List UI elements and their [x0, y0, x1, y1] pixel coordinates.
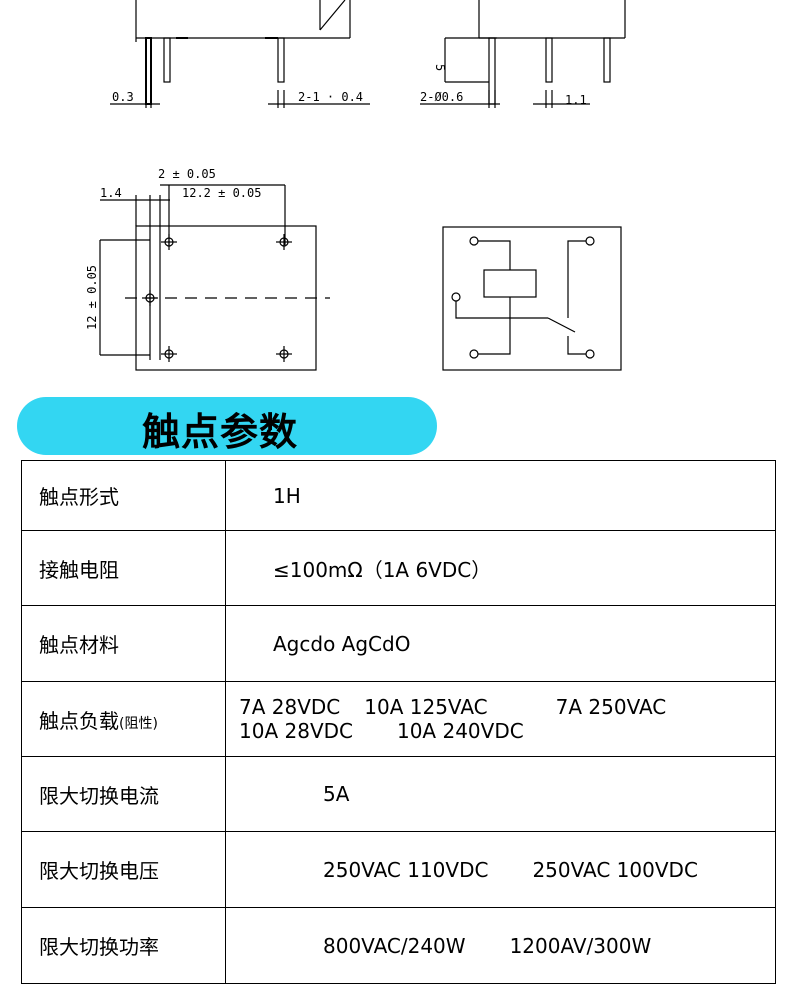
row-value: Agcdo AgCdO — [225, 605, 776, 682]
dim-text: 12.2 ± 0.05 — [182, 186, 261, 200]
load-value: 7A 250VAC — [555, 695, 667, 719]
row-value-text: 250VAC 100VDC — [532, 857, 698, 882]
table-row: 触点形式 1H — [21, 460, 776, 531]
row-label: 限大切换电压 — [21, 831, 226, 908]
load-value: 7A 28VDC — [239, 695, 341, 719]
dim-text: 12 ± 0.05 — [85, 265, 99, 330]
row-value: 1H — [225, 460, 776, 531]
row-label: 接触电阻 — [21, 530, 226, 606]
row-label: 限大切换电流 — [21, 756, 226, 832]
load-value: 10A 240VDC — [396, 719, 524, 743]
dim-text: 0.3 — [112, 90, 134, 104]
row-value-text: 1H — [273, 483, 301, 508]
row-value: ≤100mΩ（1A 6VDC） — [225, 530, 776, 606]
load-value: 10A 28VDC — [239, 719, 353, 743]
row-label: 触点材料 — [21, 605, 226, 682]
row-value-text: 800VAC/240W — [323, 933, 466, 958]
section-banner: 触点参数 — [17, 397, 437, 455]
relay-schematic — [442, 226, 622, 371]
technical-drawings: 0.3 2-1 · 0.4 5 2-Ø0.6 1.1 — [0, 0, 790, 395]
table-row: 限大切换电流 5A — [21, 756, 776, 832]
row-value: 800VAC/240W 1200AV/300W — [225, 907, 776, 984]
load-line-1: 7A 28VDC 10A 125VAC 7A 250VAC — [239, 695, 775, 719]
row-label-suffix: (阻性) — [119, 715, 158, 732]
row-value: 250VAC 110VDC 250VAC 100VDC — [225, 831, 776, 908]
table-row: 触点负载(阻性) 7A 28VDC 10A 125VAC 7A 250VAC 10A… — [21, 681, 776, 757]
dim-text: 2-Ø0.6 — [420, 90, 463, 104]
row-value: 5A — [225, 756, 776, 832]
row-value-text: 250VAC 110VDC — [323, 857, 489, 882]
dim-text: 2 ± 0.05 — [158, 167, 216, 181]
drawing-svg: 0.3 2-1 · 0.4 5 2-Ø0.6 1.1 — [85, 0, 626, 371]
section-title: 触点参数 — [142, 410, 299, 454]
row-value-text: 1200AV/300W — [509, 933, 652, 958]
row-value-text: 5A — [323, 782, 350, 806]
contact-params-table: 触点形式 1H 接触电阻 ≤100mΩ（1A 6VDC） 触点材料 Agcdo … — [21, 460, 776, 984]
dim-text: 2-1 · 0.4 — [298, 90, 363, 104]
row-label-text: 触点负载 — [39, 708, 119, 733]
row-label: 触点负载(阻性) — [21, 681, 226, 757]
table-row: 限大切换电压 250VAC 110VDC 250VAC 100VDC — [21, 831, 776, 908]
pcb-footprint — [99, 184, 330, 371]
row-value-text: Agcdo AgCdO — [273, 631, 411, 656]
side-view-left — [110, 0, 370, 108]
dim-text: 5 — [433, 64, 447, 71]
dim-text: 1.4 — [100, 186, 122, 200]
row-label: 触点形式 — [21, 460, 226, 531]
table-row: 接触电阻 ≤100mΩ（1A 6VDC） — [21, 530, 776, 606]
side-view-right — [420, 0, 626, 108]
load-line-2: 10A 28VDC 10A 240VDC — [239, 719, 775, 743]
row-value-text: ≤100mΩ（1A 6VDC） — [273, 557, 492, 582]
table-row: 限大切换功率 800VAC/240W 1200AV/300W — [21, 907, 776, 984]
dim-text: 1.1 — [565, 93, 587, 107]
load-value: 10A 125VAC — [364, 695, 488, 719]
table-row: 触点材料 Agcdo AgCdO — [21, 605, 776, 682]
row-label: 限大切换功率 — [21, 907, 226, 984]
